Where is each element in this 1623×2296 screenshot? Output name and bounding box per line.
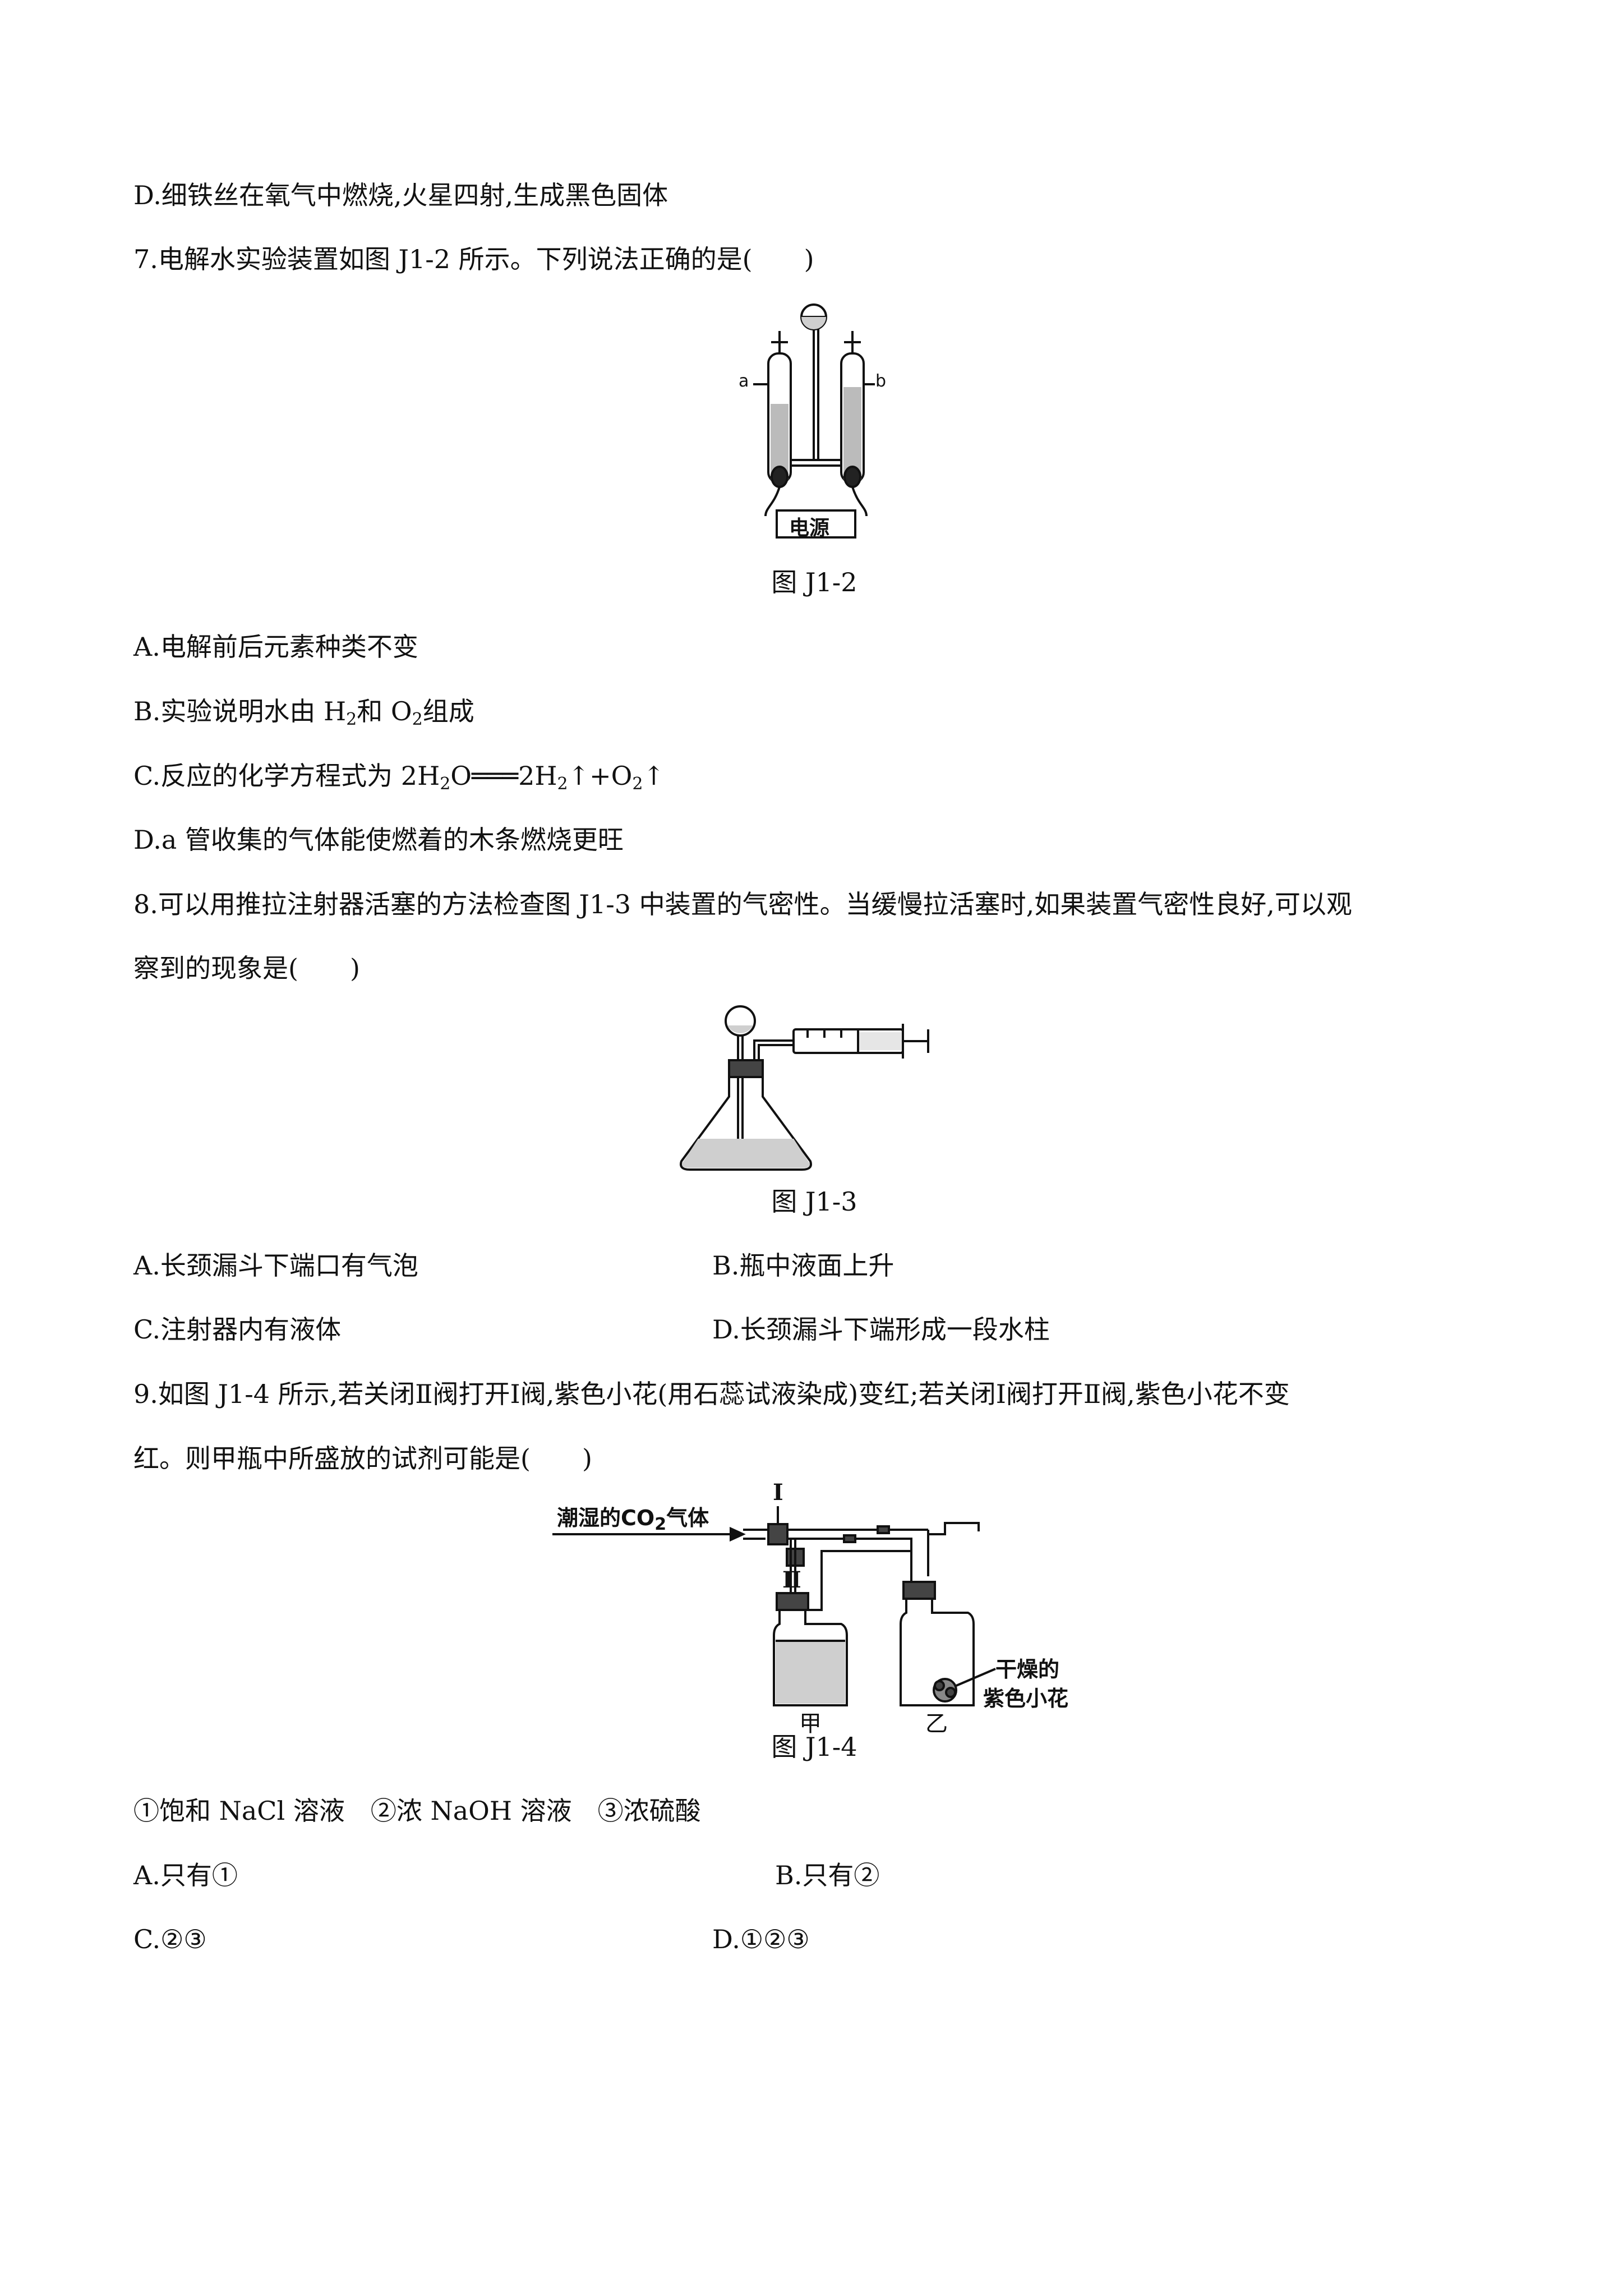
flower-label-line1: 干燥的 [995, 1657, 1060, 1682]
valve-1-label: Ⅰ [773, 1479, 783, 1506]
q7-option-c: C.反应的化学方程式为 2H2O═══2H2↑+O2↑ [133, 761, 665, 794]
q9-option-c: C.②③ [133, 1924, 207, 1954]
q8-option-a: A.长颈漏斗下端口有气泡 [133, 1250, 418, 1281]
q9-stem-line2: 红。则甲瓶中所盛放的试剂可能是( ) [133, 1443, 592, 1474]
gas-label: 潮湿的CO2气体 [557, 1506, 709, 1534]
q8-option-b: B.瓶中液面上升 [712, 1250, 895, 1281]
q8-stem-line2: 察到的现象是( ) [133, 953, 360, 983]
q8-option-c: C.注射器内有液体 [133, 1314, 342, 1345]
q7-option-d: D.a 管收集的气体能使燃着的木条燃烧更旺 [133, 825, 624, 855]
figure-j1-4-co2-bottles: 潮湿的CO2气体 Ⅰ Ⅱ 甲 乙 干燥的 紫色小花 [552, 1479, 1091, 1737]
q8-stem-line1: 8.可以用推拉注射器活塞的方法检查图 J1-3 中装置的气密性。当缓慢拉活塞时,… [133, 889, 1352, 919]
bottle-jia-label: 甲 [799, 1711, 822, 1737]
valve-2-label: Ⅱ [782, 1567, 801, 1593]
q9-reagents: ①饱和 NaCl 溶液 ②浓 NaOH 溶液 ③浓硫酸 [133, 1796, 701, 1826]
label-b: b [875, 371, 887, 391]
q9-option-d: D.①②③ [712, 1924, 810, 1954]
q8-option-d: D.长颈漏斗下端形成一段水柱 [712, 1314, 1050, 1345]
bottle-yi-label: 乙 [925, 1711, 948, 1737]
caption-j1-4: 图 J1-4 [771, 1732, 857, 1762]
label-a: a [739, 371, 749, 391]
q6-option-d: D.细铁丝在氧气中燃烧,火星四射,生成黑色固体 [133, 180, 668, 210]
q9-stem-line1: 9.如图 J1-4 所示,若关闭Ⅱ阀打开Ⅰ阀,紫色小花(用石蕊试液染成)变红;若… [133, 1379, 1290, 1409]
q7-option-a: A.电解前后元素种类不变 [133, 632, 418, 662]
q7-option-b: B.实验说明水由 H2和 O2组成 [133, 696, 474, 729]
q9-option-b: B.只有② [775, 1860, 880, 1890]
caption-j1-2: 图 J1-2 [771, 567, 857, 597]
flower-label-line2: 紫色小花 [983, 1686, 1069, 1711]
power-label: 电源 [789, 517, 830, 540]
figure-j1-3-syringe-flask [665, 999, 939, 1178]
q7-stem: 7.电解水实验装置如图 J1-2 所示。下列说法正确的是( ) [133, 244, 814, 274]
caption-j1-3: 图 J1-3 [771, 1186, 857, 1217]
q9-option-a: A.只有① [133, 1860, 238, 1890]
figure-j1-2-electrolysis-apparatus: a b 电源 [739, 292, 887, 544]
